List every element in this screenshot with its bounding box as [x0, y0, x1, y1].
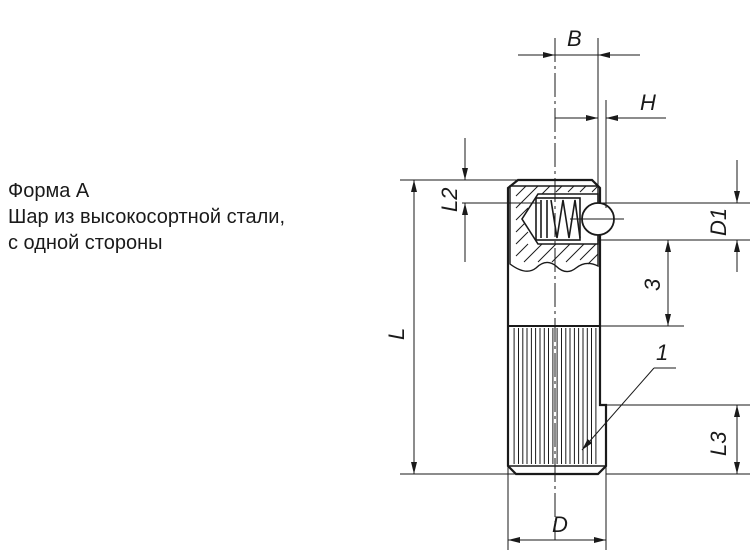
- label-l2: L2: [437, 188, 462, 212]
- form-name: Форма A: [8, 180, 90, 202]
- dimension-d: [507, 466, 607, 550]
- label-d: D: [552, 512, 568, 537]
- material-description: Шар из высокосортной стали,: [8, 206, 286, 228]
- label-l: L: [384, 328, 409, 340]
- label-l3: L3: [706, 431, 731, 456]
- side-description: с одной стороны: [8, 232, 163, 254]
- dimension-b: [518, 38, 640, 200]
- label-d1: D1: [706, 208, 731, 236]
- knurl-pattern: [513, 328, 597, 464]
- label-3: 3: [640, 278, 665, 291]
- dimension-h: [555, 100, 666, 208]
- dimension-d1: [598, 160, 750, 272]
- label-1: 1: [656, 340, 668, 365]
- dimension-3: [598, 240, 684, 327]
- dimension-l3: [606, 404, 750, 475]
- center-lines: [554, 38, 624, 540]
- label-b: B: [567, 26, 582, 51]
- form-description: Форма A Шар из высокосортной стали, с од…: [8, 178, 368, 256]
- label-h: H: [640, 90, 656, 115]
- dimension-l: [400, 179, 518, 475]
- dimension-l2: [462, 138, 540, 262]
- callout-1: [581, 367, 676, 451]
